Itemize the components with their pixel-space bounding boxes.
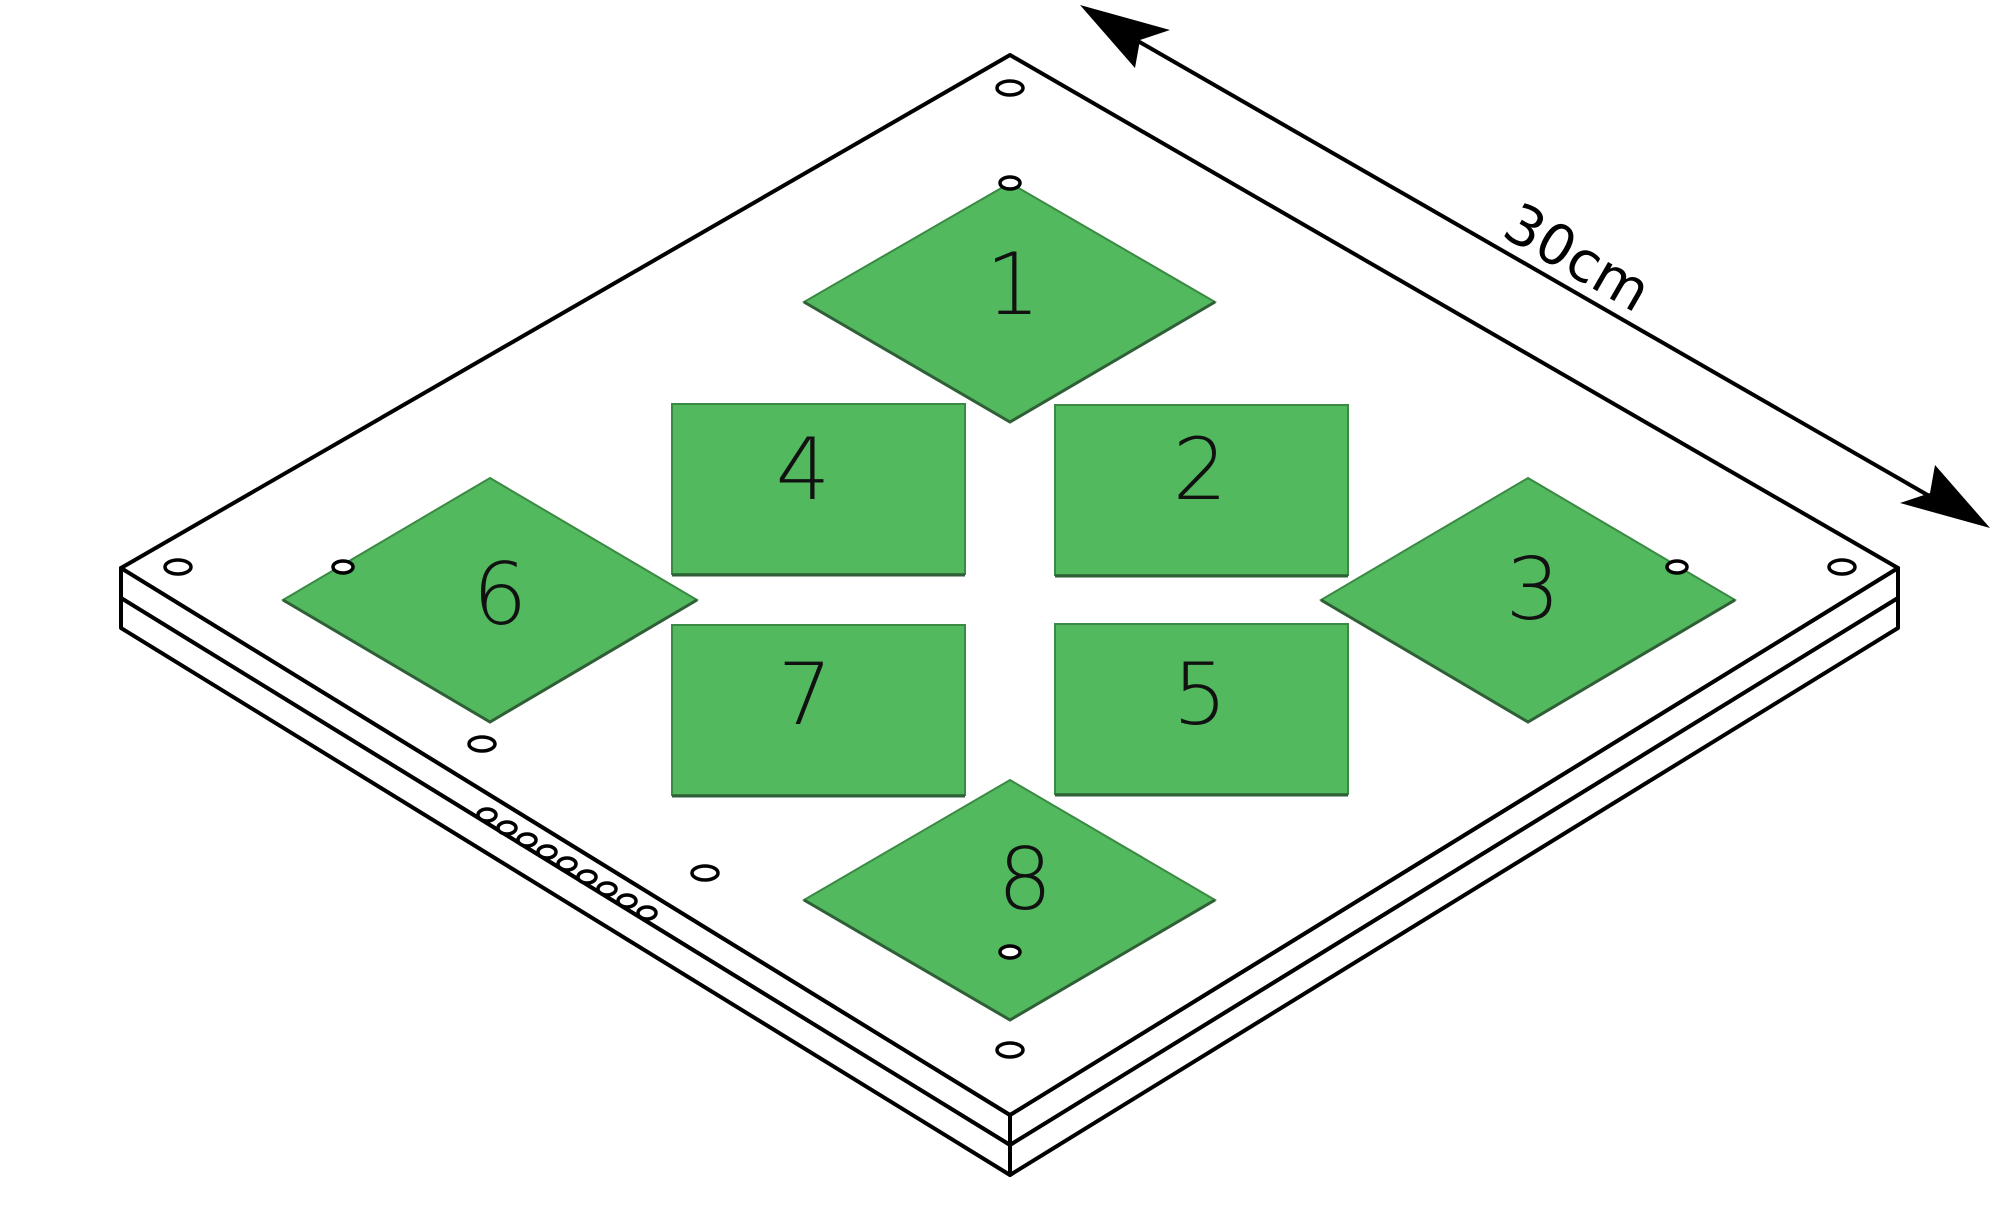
pad-7 [671,624,966,796]
mounting-hole [467,735,497,753]
mounting-hole [690,864,720,882]
board-edges [119,566,1900,1177]
board-lower-right-face [1008,596,1900,1177]
pad-1-edge [803,300,1216,424]
pad-6-number: 6 [473,545,528,645]
dimension-label: 30cm [1493,191,1661,326]
mounting-hole [995,1041,1025,1059]
pad-3-edge [1320,598,1736,724]
pad-7-number: 7 [778,645,833,745]
pad-6-via [331,559,355,575]
dimension-arrow-line [1109,23,1946,507]
connector-pin [596,881,618,897]
connector-pin [496,820,518,836]
pad-3-number: 3 [1506,540,1561,640]
connector-pins [476,807,658,921]
mounting-holes [163,79,1857,1059]
pad-2-number: 2 [1173,420,1228,520]
dimension-arrowhead-end [1900,465,1990,528]
connector-pin [576,869,598,885]
pad-3-via [1665,559,1689,575]
pad-8-via [998,944,1022,960]
pad-8-edge [803,898,1216,1022]
connector-pin [636,905,658,921]
dimension-arrowhead-start [1080,5,1170,68]
connector-pin [516,832,538,848]
connector-pin [536,844,558,860]
pad-5 [1054,623,1349,795]
connector-pin [556,856,578,872]
board-top-surface [119,53,1900,1117]
connector-pin [476,807,498,823]
connector-pin [616,893,638,909]
mounting-hole [1827,558,1857,576]
pad-5-number: 5 [1173,645,1228,745]
pad-1-number: 1 [986,235,1041,335]
pad-2 [1054,404,1349,576]
pad-8-number: 8 [998,830,1053,930]
mounting-hole [163,558,193,576]
sensor-pads: 1 4 2 6 3 7 5 8 [281,175,1737,1022]
pad-6-edge [282,598,698,724]
mounting-hole [995,79,1025,97]
pad-4-number: 4 [776,420,831,520]
pad-1-via [998,175,1022,191]
